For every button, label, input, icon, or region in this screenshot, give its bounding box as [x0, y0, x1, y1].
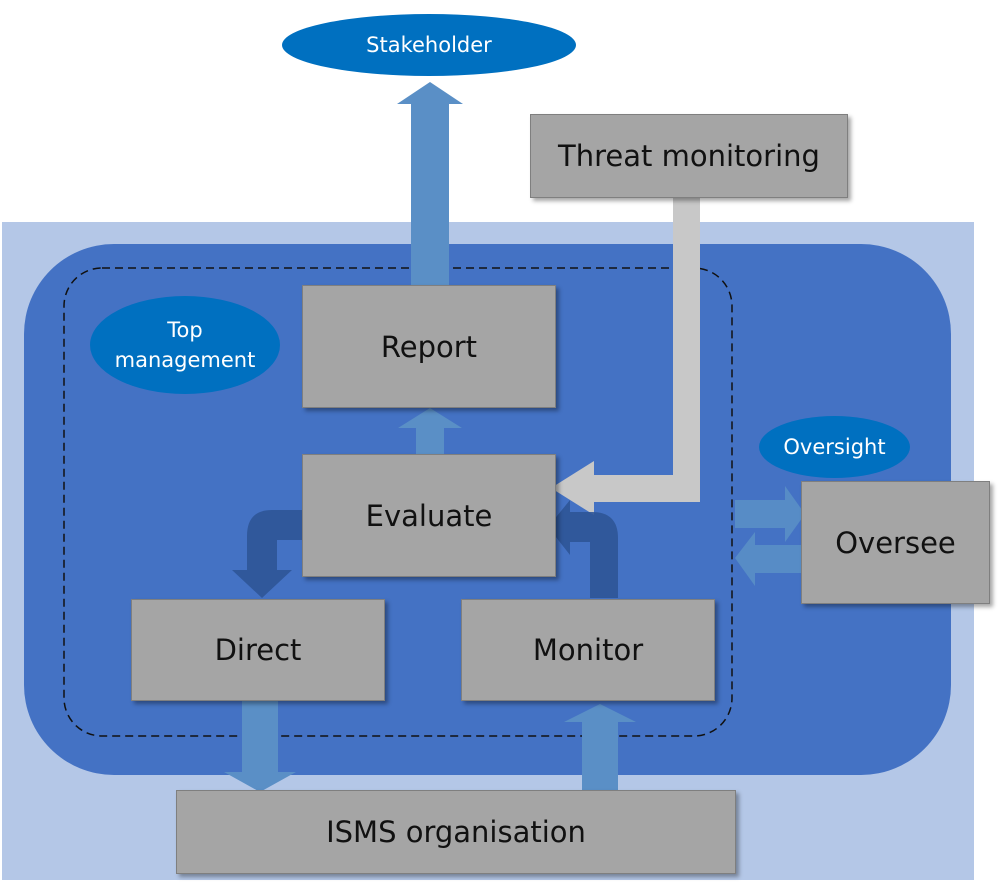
top-management-label-line2: management	[114, 348, 256, 372]
report-box: Report	[302, 285, 556, 408]
oversee-label: Oversee	[835, 525, 956, 560]
oversight-label: Oversight	[783, 434, 886, 459]
stakeholder-label: Stakeholder	[366, 32, 492, 57]
direct-to-isms-arrow	[224, 700, 296, 792]
threat-monitoring-box: Threat monitoring	[530, 114, 848, 198]
isms-to-monitor-arrow	[564, 704, 636, 790]
monitor-box: Monitor	[461, 599, 715, 701]
direct-box: Direct	[131, 599, 385, 701]
evaluate-to-report-arrow	[398, 408, 462, 454]
top-management-label-line1: Top	[167, 317, 203, 342]
oversee-box: Oversee	[801, 481, 990, 604]
report-label: Report	[380, 329, 478, 364]
top-management-boundary	[63, 267, 733, 737]
evaluate-label: Evaluate	[365, 498, 493, 533]
to-oversee-arrow	[735, 486, 805, 542]
top-management-ellipse: Top management	[90, 296, 280, 394]
stakeholder-ellipse: Stakeholder	[282, 14, 576, 76]
from-oversee-arrow	[735, 532, 802, 586]
monitor-label: Monitor	[532, 633, 644, 667]
monitor-to-evaluate-arrow	[548, 500, 618, 598]
oversight-ellipse: Oversight	[759, 416, 910, 478]
evaluate-to-direct-arrow	[232, 510, 302, 598]
report-to-stakeholder-arrow	[397, 82, 463, 286]
threat-to-evaluate-arrow	[551, 197, 700, 515]
direct-label: Direct	[214, 633, 302, 667]
evaluate-box: Evaluate	[302, 454, 556, 577]
isms-organisation-box: ISMS organisation	[176, 790, 736, 874]
threat-monitoring-label: Threat monitoring	[558, 139, 820, 173]
isms-organisation-label: ISMS organisation	[326, 815, 586, 849]
